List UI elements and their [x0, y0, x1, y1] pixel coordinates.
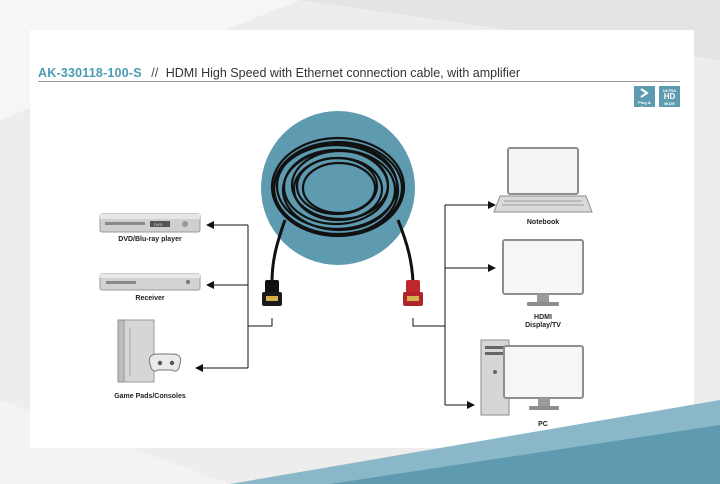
plug-play-badge: Plug & Play — [634, 86, 655, 110]
title-separator: // — [151, 66, 159, 80]
hdmi-connector-red — [403, 280, 423, 306]
header-divider — [38, 81, 680, 82]
monitor-icon — [502, 239, 584, 306]
left-connection-lines — [195, 221, 273, 372]
product-description: HDMI High Speed with Ethernet connection… — [165, 66, 521, 80]
monitor-label-line2: Display/TV — [525, 322, 561, 329]
play-arrow-icon — [640, 88, 649, 98]
right-connection-lines — [412, 201, 496, 409]
game-console-icon — [117, 319, 182, 383]
plug-play-text: Plug & Play — [638, 100, 651, 110]
pc-tower-icon — [480, 339, 584, 416]
notebook-icon — [493, 147, 593, 213]
ultra-hd-line3: 4K/2K — [663, 101, 676, 106]
game-console-label: Game Pads/Consoles — [114, 393, 186, 400]
dvd-screen-text: DVD — [154, 222, 163, 227]
dvd-player-label: DVD/Blu-ray player — [118, 236, 182, 243]
receiver-icon — [99, 273, 201, 291]
hdmi-connector-black — [262, 280, 282, 306]
receiver-label: Receiver — [135, 295, 165, 302]
monitor-label-line1: HDMI — [534, 314, 552, 321]
cable-image — [261, 111, 415, 283]
pc-label: PC — [538, 421, 548, 428]
page-title: AK-330118-100-S // HDMI High Speed with … — [38, 66, 520, 80]
notebook-label: Notebook — [526, 219, 560, 226]
ultra-hd-line1: ULTRA — [662, 88, 677, 93]
product-code: AK-330118-100-S — [38, 66, 142, 80]
ultra-hd-line2: HD — [663, 92, 676, 101]
dvd-player-icon: DVD — [99, 213, 201, 233]
ultra-hd-badge: ULTRA HD 4K/2K — [659, 86, 680, 107]
